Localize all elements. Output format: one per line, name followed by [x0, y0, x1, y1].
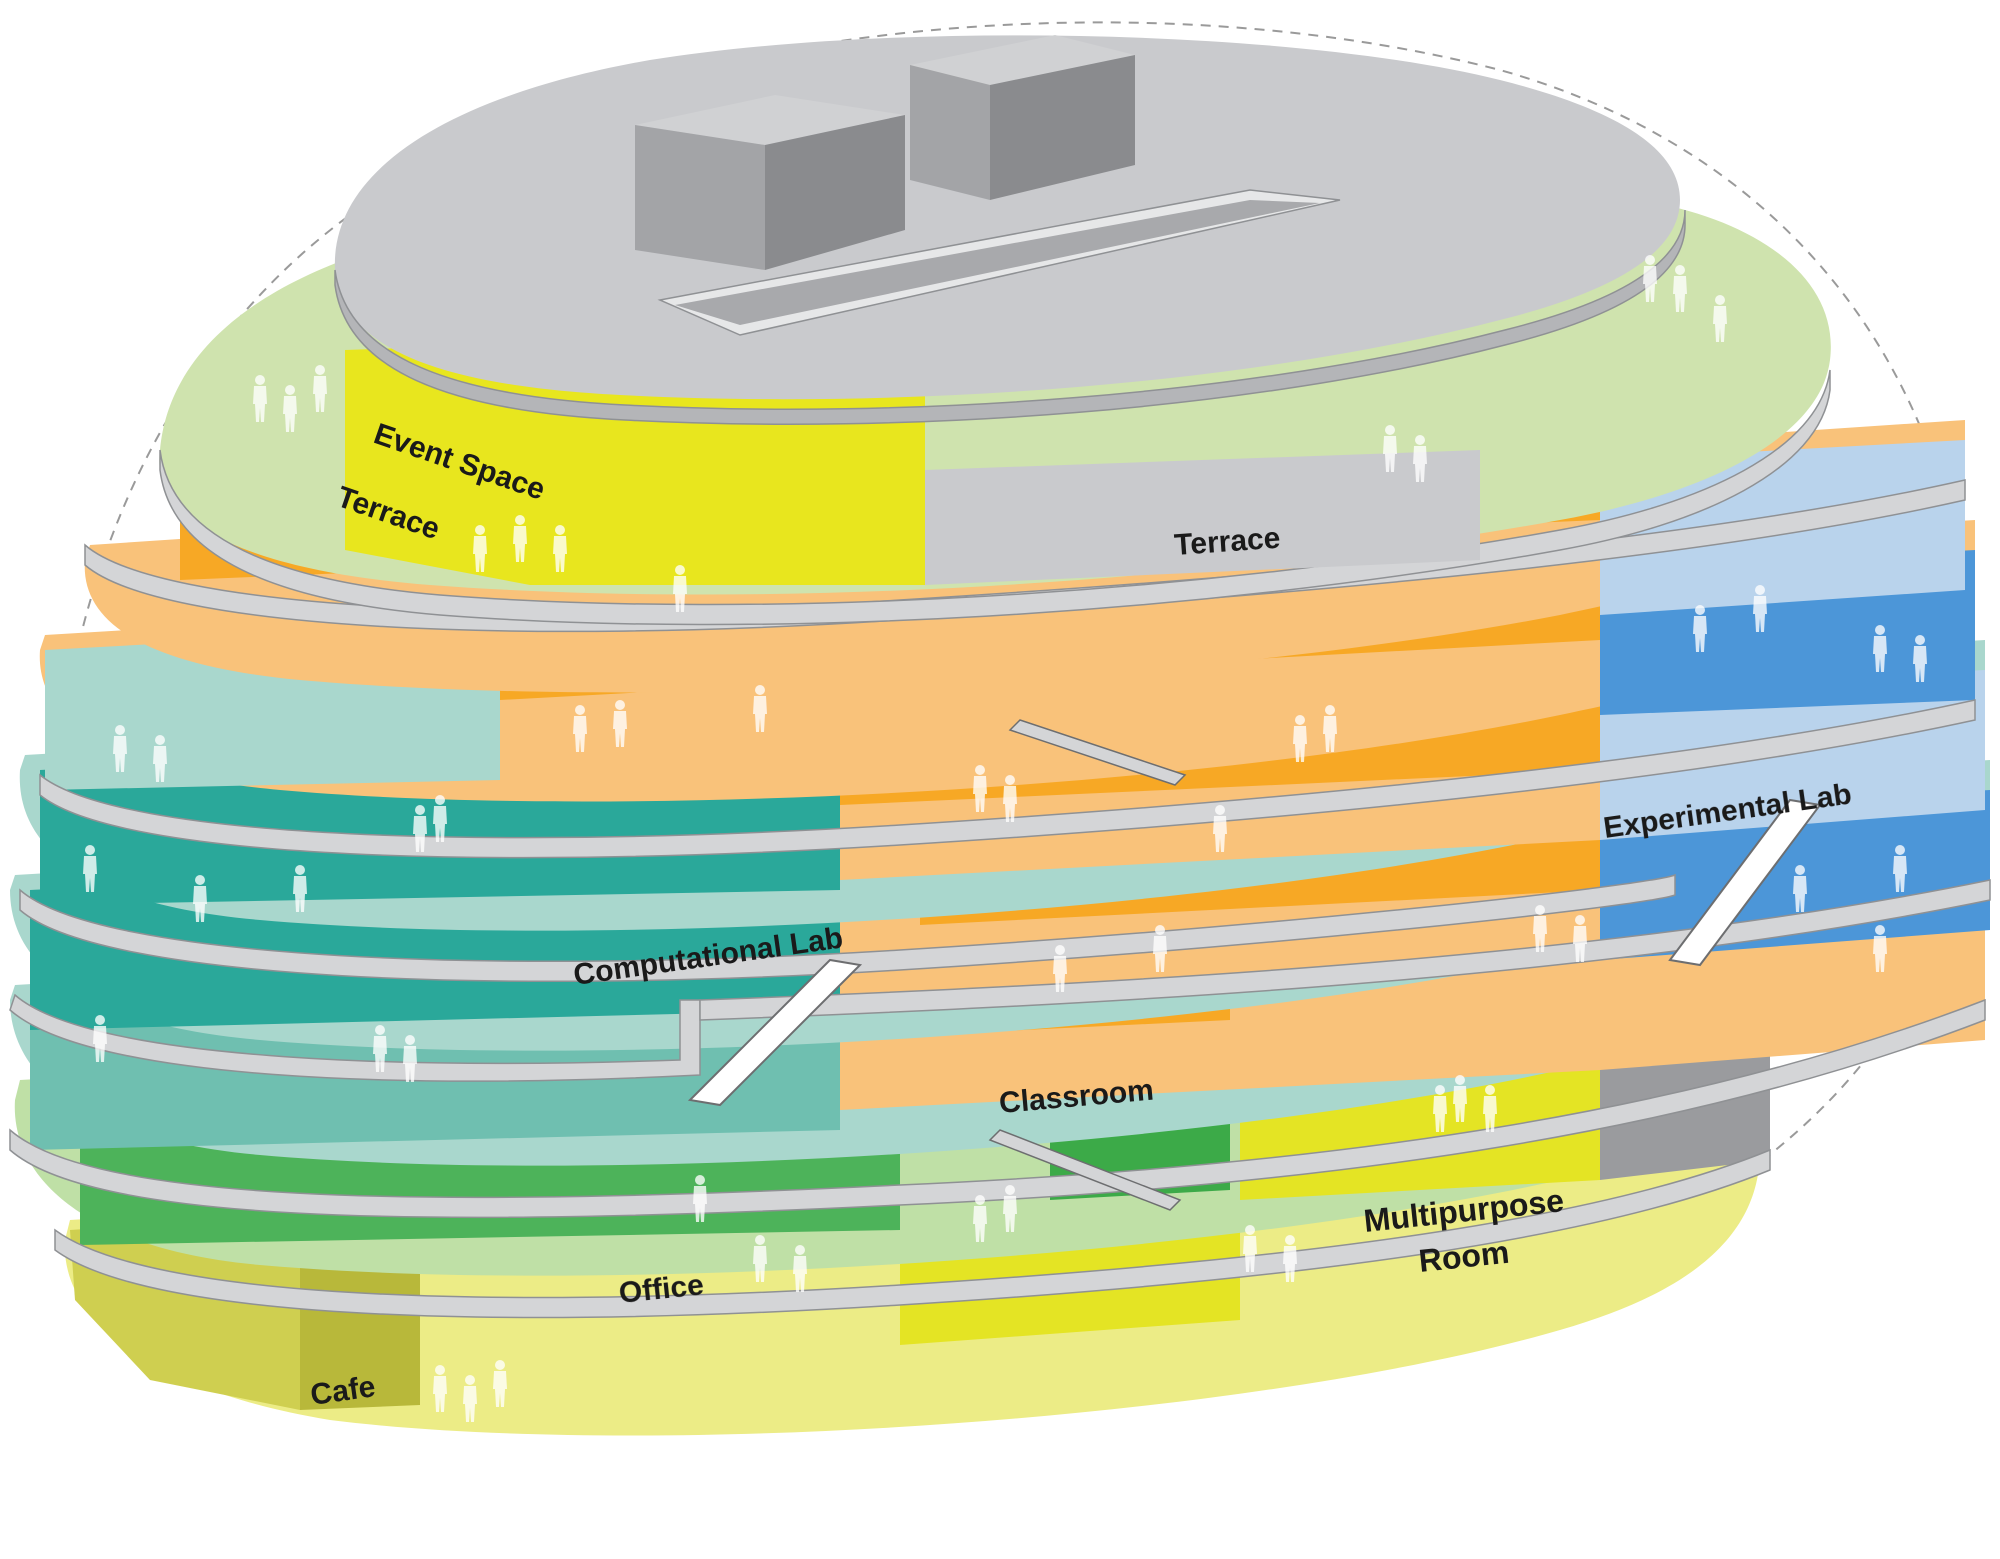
stair-computational-lab	[687, 958, 863, 1107]
stair-classroom-lower	[988, 1129, 1182, 1211]
office-slab	[54, 1148, 1771, 1319]
stair-classroom-upper	[1008, 719, 1187, 786]
roof-edge	[334, 209, 1686, 425]
floor-3-slab	[9, 998, 1986, 1219]
rooftop-box-left-side	[765, 115, 905, 270]
rooftop-box-right-front	[910, 65, 990, 200]
rooftop-box-left-top	[635, 95, 905, 145]
floor-4-slab	[9, 993, 701, 1082]
rooftop-box-right-top	[910, 35, 1135, 85]
experimental-lab-room-upper	[1600, 670, 1985, 840]
stairs	[687, 719, 1822, 1211]
rooftop-box-right-side	[990, 55, 1135, 200]
terrace-right-label: Terrace	[1173, 522, 1281, 562]
stair-experimental-lab	[1668, 798, 1822, 967]
floor-6-slab	[39, 699, 1976, 859]
rooftop-box-left-front	[635, 125, 765, 270]
roof-skylight-shadow	[675, 200, 1320, 325]
floor-5-slab	[19, 873, 1676, 983]
terrace-gray-core	[925, 450, 1480, 585]
floor-4-slab-right	[699, 879, 1991, 1021]
roof	[334, 35, 1686, 425]
